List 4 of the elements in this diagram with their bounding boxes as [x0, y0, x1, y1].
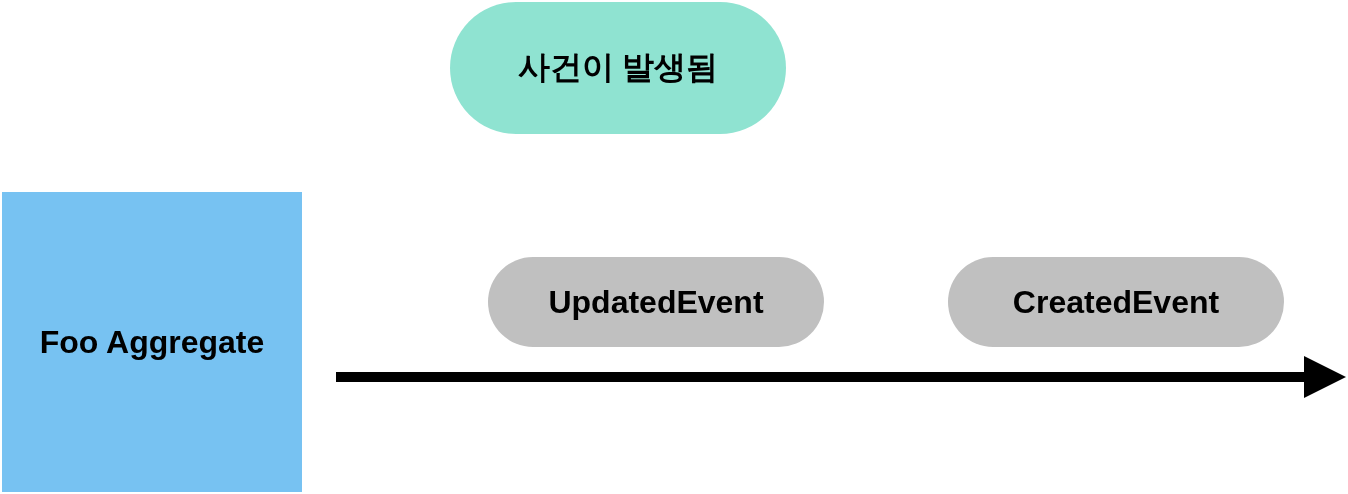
aggregate-box: Foo Aggregate: [2, 192, 302, 492]
event-pill: UpdatedEvent: [488, 257, 824, 347]
event-pill: 사건이 발생됨: [450, 2, 786, 134]
event-pill: CreatedEvent: [948, 257, 1284, 347]
